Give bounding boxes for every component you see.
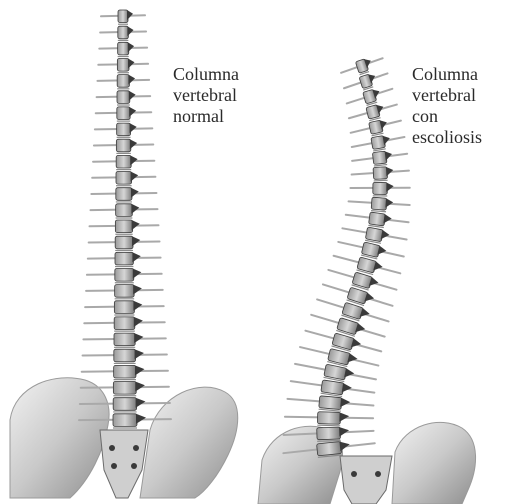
- caption-scoliosis-line-3: con: [412, 106, 482, 127]
- scoliosis-vertebra: [287, 393, 374, 414]
- normal-vertebra: [94, 139, 153, 153]
- normal-vertebra: [92, 172, 155, 186]
- normal-vertebra: [95, 123, 152, 137]
- normal-vertebra: [87, 269, 162, 283]
- caption-normal-line-1: Columna: [173, 64, 239, 85]
- caption-scoliosis-spine: Columna vertebral con escoliosis: [412, 64, 482, 148]
- scoliosis-vertebra: [348, 195, 410, 213]
- normal-vertebra: [97, 75, 149, 89]
- spine-scoliosis: [283, 54, 410, 461]
- normal-vertebra: [88, 252, 161, 266]
- normal-vertebra: [97, 91, 151, 105]
- normal-vertebra: [93, 155, 154, 169]
- caption-scoliosis-line-4: escoliosis: [412, 127, 482, 148]
- normal-vertebra: [90, 220, 159, 234]
- normal-vertebra: [96, 107, 152, 121]
- scoliosis-vertebra: [351, 149, 408, 169]
- normal-vertebra: [89, 236, 160, 250]
- caption-normal-line-2: vertebral: [173, 85, 239, 106]
- normal-vertebra: [100, 26, 146, 40]
- normal-vertebra: [83, 333, 165, 347]
- caption-normal-spine: Columna vertebral normal: [173, 64, 239, 127]
- scoliosis-vertebra: [350, 182, 410, 196]
- normal-vertebra: [98, 59, 148, 73]
- caption-normal-line-3: normal: [173, 106, 239, 127]
- caption-scoliosis-line-1: Columna: [412, 64, 482, 85]
- scoliosis-vertebra: [351, 132, 406, 154]
- caption-scoliosis-line-2: vertebral: [412, 85, 482, 106]
- normal-vertebra: [101, 10, 145, 24]
- normal-vertebra: [84, 317, 164, 331]
- normal-vertebra: [86, 285, 163, 299]
- scoliosis-vertebra: [345, 209, 409, 231]
- normal-vertebra: [85, 301, 164, 315]
- scoliosis-vertebra: [285, 411, 374, 427]
- normal-vertebra: [99, 42, 147, 56]
- scoliosis-vertebra: [351, 166, 409, 182]
- normal-vertebra: [83, 349, 167, 363]
- normal-vertebra: [91, 188, 156, 202]
- spine-normal: [79, 10, 171, 428]
- normal-vertebra: [90, 204, 157, 218]
- normal-vertebra: [82, 365, 168, 379]
